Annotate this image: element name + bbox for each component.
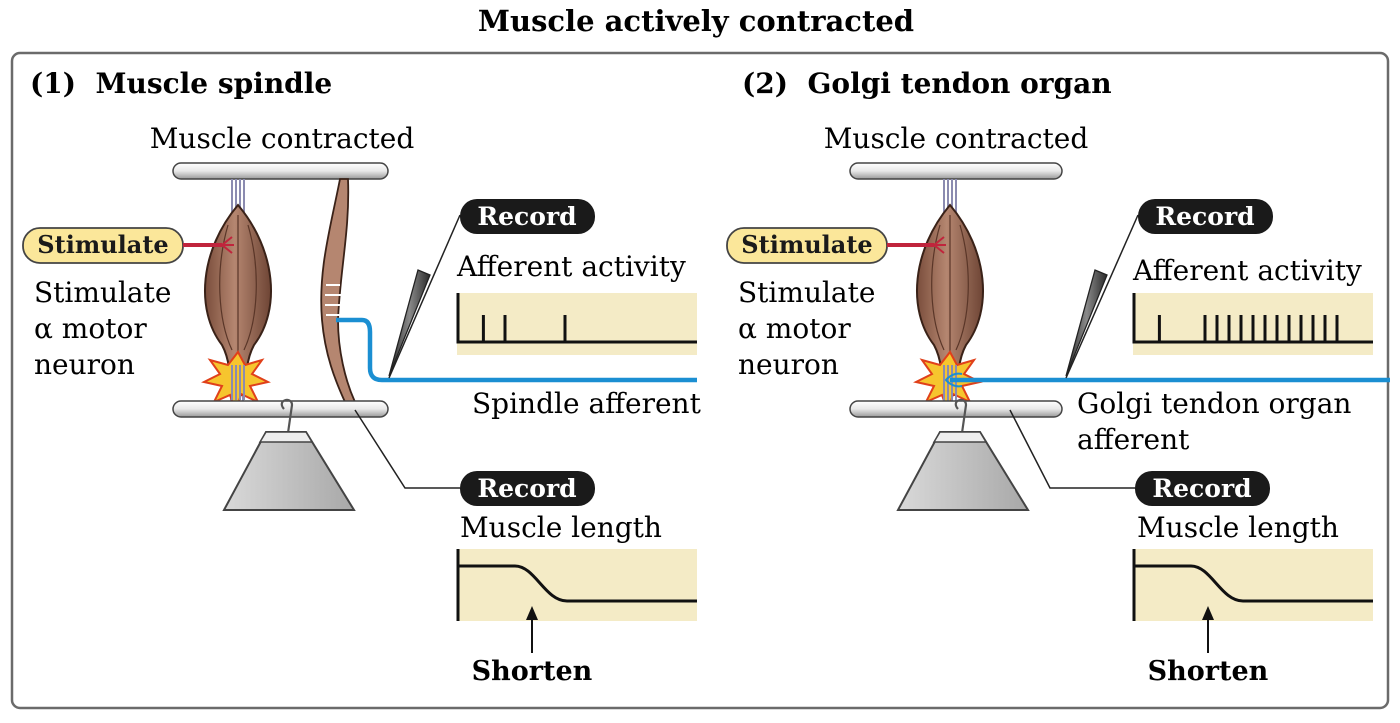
tendon-top (231, 179, 245, 212)
weight (222, 431, 356, 511)
muscle-length-trace (456, 549, 697, 621)
length-recording-lead (1009, 409, 1135, 489)
trace-baseline (456, 293, 697, 344)
afferent-label: Spindle afferent (472, 387, 702, 420)
record-afferent-label: Record (477, 202, 576, 231)
record-length-label: Record (1152, 474, 1251, 503)
muscle-contracted-label: Muscle contracted (150, 122, 415, 155)
record-length-button[interactable] (460, 471, 595, 506)
top-support-bar (849, 162, 1063, 180)
record-length-button[interactable] (1135, 471, 1270, 506)
muscle-contracted-label: Muscle contracted (824, 122, 1089, 155)
stimulate-desc-line3: neuron (34, 348, 135, 381)
record-afferent-label: Record (1155, 202, 1254, 231)
weight-hook (954, 398, 968, 434)
afferent-label-line2: afferent (1077, 423, 1190, 456)
record-afferent-button[interactable] (460, 199, 595, 234)
spindle-afferent-fiber (336, 317, 697, 383)
recording-electrode (1065, 269, 1108, 377)
length-curve (1134, 564, 1373, 603)
shorten-arrow-icon (1202, 606, 1214, 620)
record-length-label: Record (477, 474, 576, 503)
shorten-arrow-icon (526, 606, 538, 620)
record-afferent-button[interactable] (1138, 199, 1273, 234)
stimulate-desc-line3: neuron (738, 348, 839, 381)
shorten-label: Shorten (472, 656, 593, 687)
top-support-bar (172, 162, 389, 180)
trace-baseline (1132, 293, 1373, 344)
muscle-length-title: Muscle length (1137, 511, 1339, 544)
stimulate-desc-line2: α motor (34, 312, 147, 345)
length-recording-lead (354, 409, 460, 489)
afferent-activity-trace (456, 293, 697, 355)
stimulate-button-label: Stimulate (37, 230, 168, 259)
motor-endplate (933, 236, 946, 254)
afferent-activity-title: Afferent activity (1132, 254, 1362, 287)
stimulate-desc-line1: Stimulate (34, 276, 171, 309)
afferent-label-line1: Golgi tendon organ (1077, 387, 1351, 420)
panel-heading: (2) Golgi tendon organ (742, 67, 1112, 100)
panel-heading: (1) Muscle spindle (30, 67, 332, 100)
bottom-support-bar (172, 400, 389, 418)
stimulate-button-label: Stimulate (741, 230, 872, 259)
afferent-activity-trace (1132, 293, 1373, 355)
length-curve (458, 564, 697, 603)
main-title: Muscle actively contracted (478, 4, 914, 38)
stimulate-desc-line1: Stimulate (738, 276, 875, 309)
trace-background (457, 549, 697, 621)
muscle-length-title: Muscle length (460, 511, 662, 544)
trace-background (1133, 549, 1373, 621)
shorten-label: Shorten (1148, 656, 1269, 687)
muscle-spindle (320, 178, 357, 403)
trace-background (457, 293, 697, 355)
weight-hook (280, 398, 294, 434)
muscle-length-trace (1132, 549, 1373, 621)
recording-electrode (388, 269, 431, 377)
panel-muscle-spindle: (1) Muscle spindle Muscle contracted Sti… (22, 67, 702, 687)
golgi-tendon-organ-ending (944, 372, 963, 388)
motor-endplate (221, 236, 234, 254)
afferent-activity-title-text: Afferent activity (456, 250, 686, 283)
weight (896, 431, 1030, 511)
panel-golgi-tendon-organ: (2) Golgi tendon organ Muscle contracted… (726, 67, 1390, 687)
stimulate-desc-line2: α motor (738, 312, 851, 345)
